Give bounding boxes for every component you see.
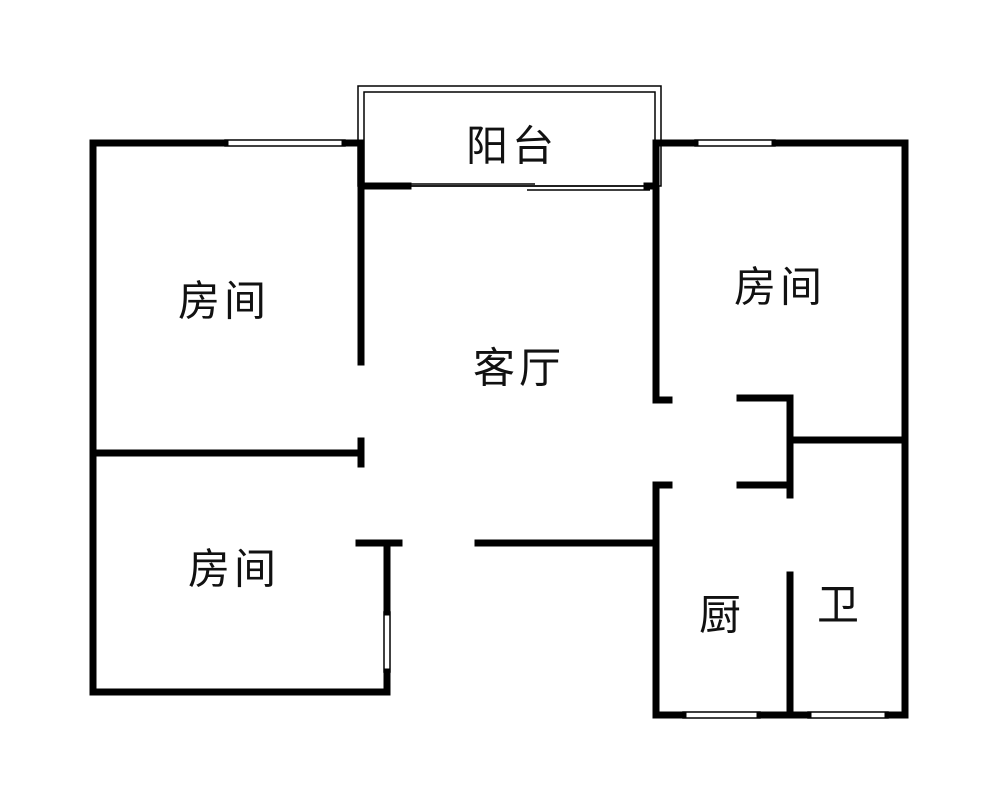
window	[682, 711, 761, 719]
room-label-living-room: 客厅	[472, 343, 566, 393]
window	[807, 711, 889, 719]
window	[224, 139, 346, 147]
window	[383, 611, 391, 673]
room-label-bedroom: 房间	[177, 276, 271, 326]
room-label-bedroom: 房间	[733, 262, 827, 312]
room-label-bathroom: 卫	[816, 580, 864, 630]
window	[694, 139, 776, 147]
room-label-bedroom: 房间	[187, 544, 281, 594]
room-label-kitchen: 厨	[698, 590, 746, 640]
room-label-balcony: 阳台	[465, 121, 559, 171]
balcony-inner-rail	[363, 91, 656, 187]
